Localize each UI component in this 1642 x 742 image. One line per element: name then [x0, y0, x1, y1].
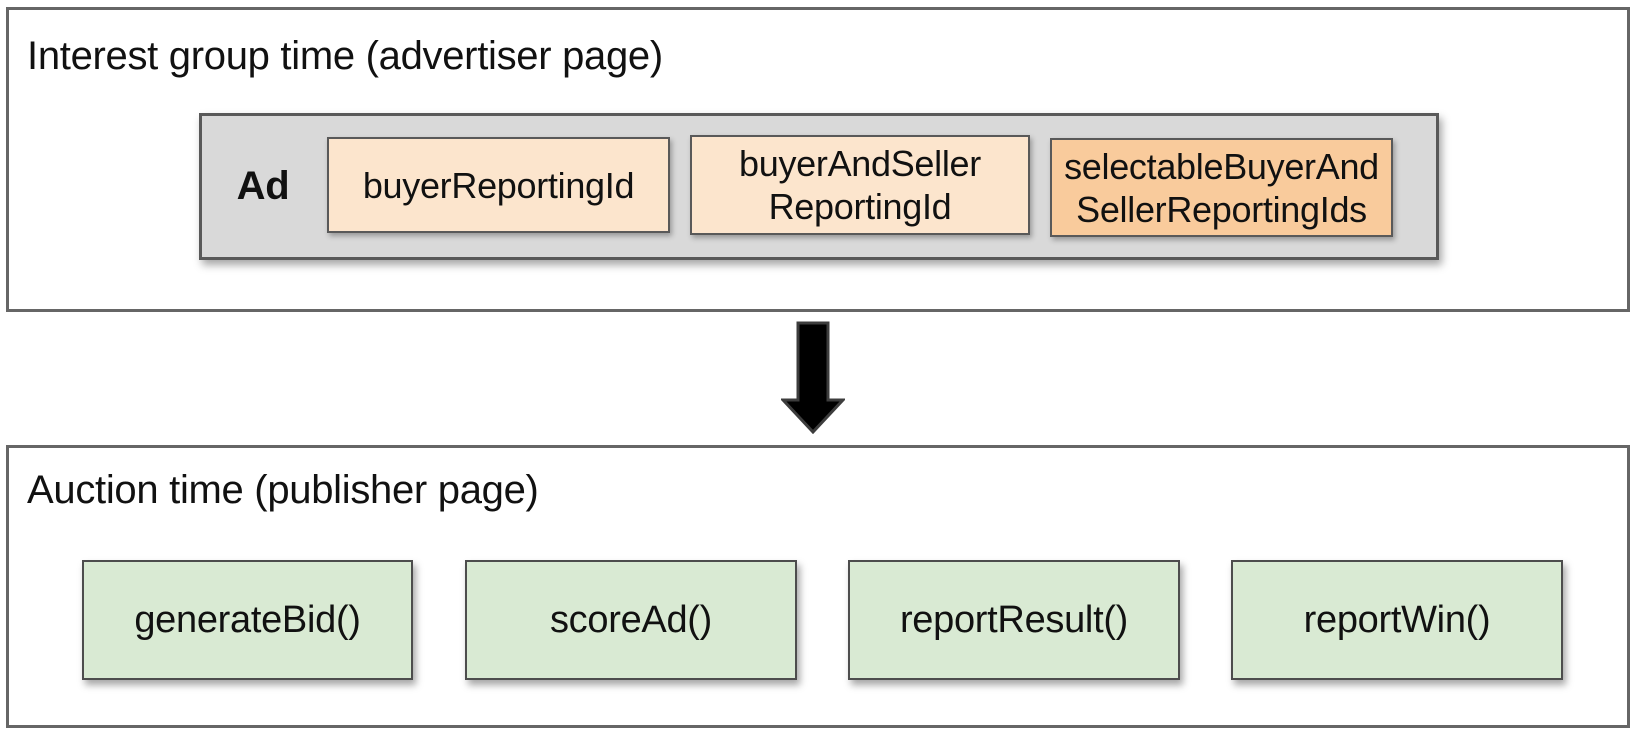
report-result-box: reportResult() [848, 560, 1180, 680]
score-ad-box: scoreAd() [465, 560, 797, 680]
buyer-and-seller-reporting-id-box: buyerAndSeller ReportingId [690, 135, 1030, 235]
selectable-ids-line2: SellerReportingIds [1076, 188, 1367, 230]
buyer-and-seller-reporting-id-line1: buyerAndSeller [739, 143, 981, 184]
selectable-buyer-and-seller-reporting-ids-box: selectableBuyerAnd SellerReportingIds [1050, 138, 1393, 237]
generate-bid-box: generateBid() [82, 560, 413, 680]
buyer-reporting-id-box: buyerReportingId [327, 137, 670, 233]
selectable-ids-line1: selectableBuyerAnd [1064, 145, 1379, 187]
buyer-reporting-id-line1: buyerReportingId [362, 164, 635, 206]
auction-time-title: Auction time (publisher page) [27, 468, 539, 512]
interest-group-title: Interest group time (advertiser page) [27, 34, 663, 78]
ad-label: Ad [236, 164, 290, 208]
buyer-and-seller-reporting-id-line2: ReportingId [768, 186, 952, 227]
down-arrow-icon [781, 321, 845, 434]
report-win-box: reportWin() [1231, 560, 1563, 680]
